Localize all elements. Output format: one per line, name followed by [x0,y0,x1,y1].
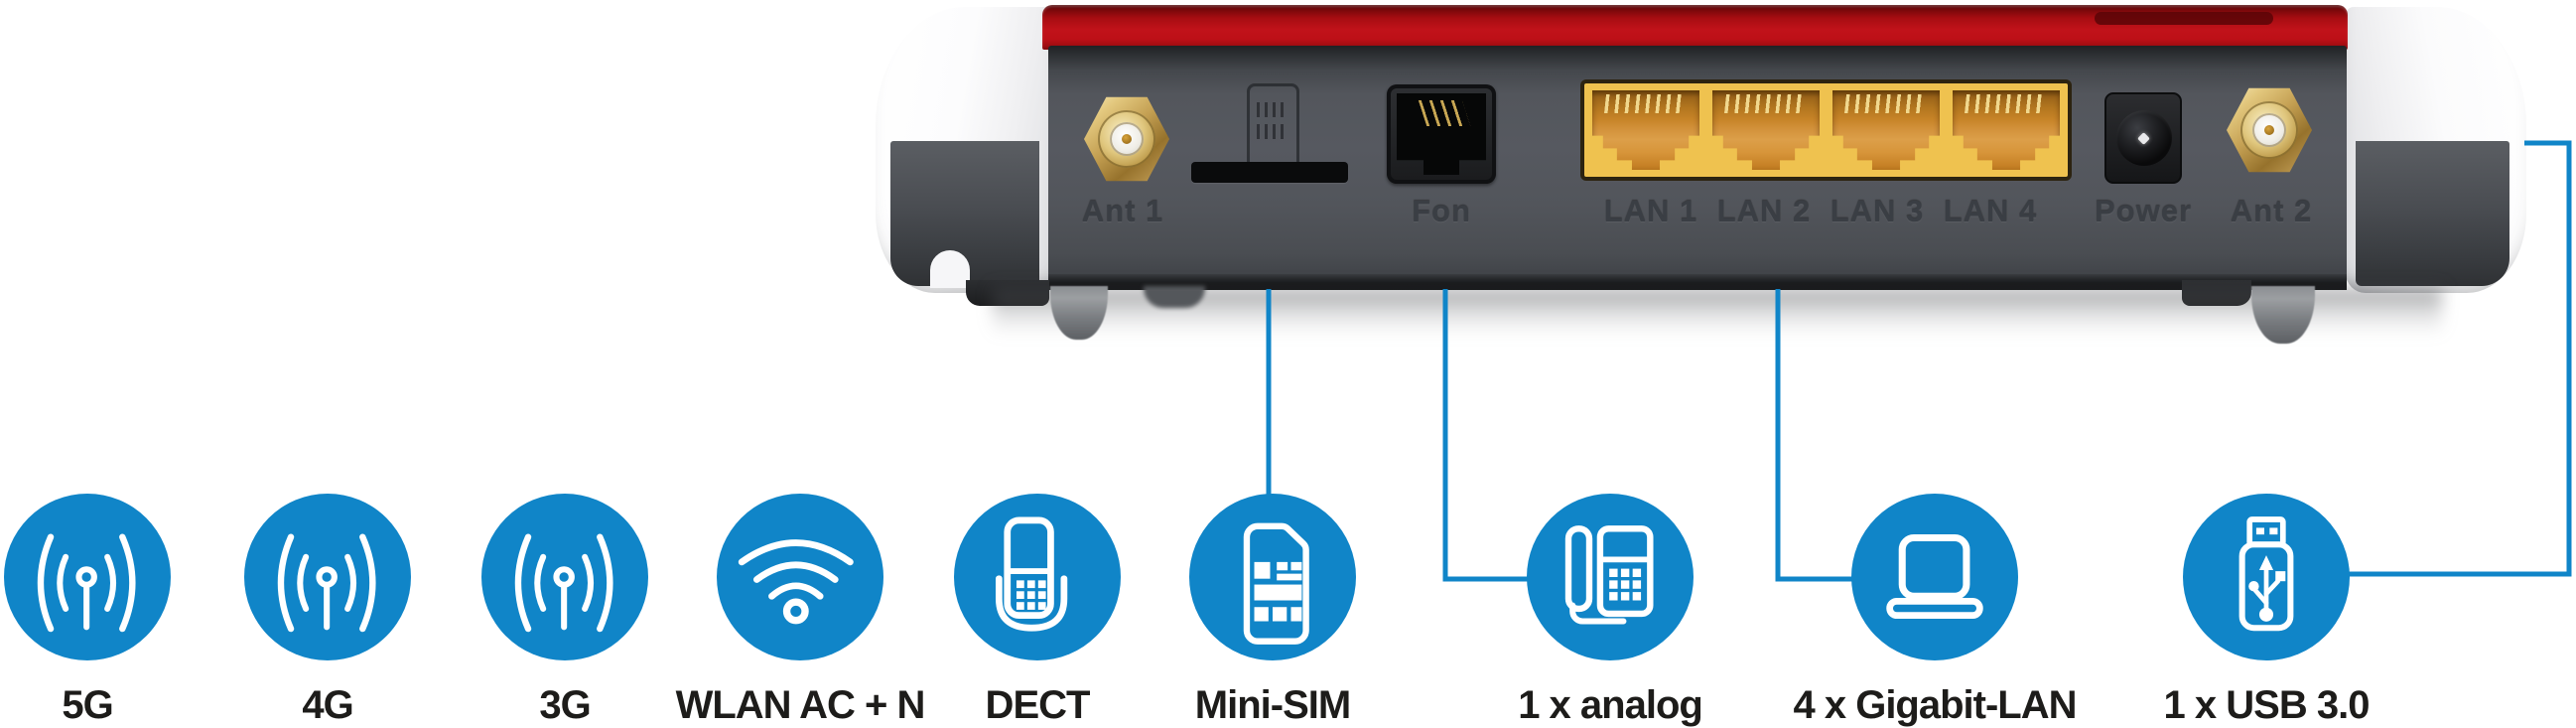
port-label-lan1: LAN 1 [1603,194,1698,228]
port-label-power: Power [2094,194,2193,228]
left-cap-notch [930,250,970,288]
top-vent-slit [2095,12,2273,25]
feature-label-mini-sim: Mini-SIM [1194,683,1351,727]
feature-label-analog: 1 x analog [1518,683,1703,727]
feature-3g [481,494,648,660]
lan-port-3 [1832,90,1940,170]
usb-stick-icon [2183,494,2350,660]
ant2-antenna-connector [2227,86,2312,174]
sim-engraving-contacts [1257,124,1285,139]
feature-usb [2183,494,2350,660]
port-label-ant1: Ant 1 [1081,194,1164,228]
router-red-top-cover [1042,5,2348,50]
sma-center-pin [1122,134,1132,144]
feature-mini-sim [1189,494,1356,660]
port-label-lan3: LAN 3 [1830,194,1925,228]
sma-center-pin [2264,125,2274,135]
lan-port-2 [1712,90,1820,170]
desk-phone-icon [1527,494,1694,660]
port-label-lan4: LAN 4 [1943,194,2038,228]
feature-gigabit-lan [1851,494,2018,660]
rj45-pins [1603,94,1689,114]
feature-label-wlan: WLAN AC + N [675,683,926,727]
cellular-antenna-icon [481,494,648,660]
cellular-antenna-icon [244,494,411,660]
feature-wlan [717,494,883,660]
sim-slot [1191,162,1348,183]
feature-label-4g: 4G [302,683,353,727]
right-cap-gray-panel [2356,141,2509,286]
port-label-ant2: Ant 2 [2230,194,2313,228]
ground-shadow [993,288,2442,344]
cordless-phone-icon [954,494,1121,660]
ant1-antenna-connector [1084,95,1169,183]
lan-port-4 [1953,90,2060,170]
cellular-antenna-icon [4,494,171,660]
feature-4g [244,494,411,660]
router-bottom-edge [1048,274,2347,290]
feature-analog [1527,494,1694,660]
feature-label-usb: 1 x USB 3.0 [2163,683,2371,727]
wifi-icon [717,494,883,660]
fon-port [1387,84,1496,184]
rj45-pins [1843,94,1929,114]
feature-label-5g: 5G [62,683,113,727]
lan-port-block [1580,79,2072,181]
sim-card-icon [1189,494,1356,660]
inner-rubber-foot [1144,286,1205,308]
feature-label-3g: 3G [539,683,591,727]
feature-5g [4,494,171,660]
sim-engraving-contacts [1257,102,1285,117]
port-label-lan2: LAN 2 [1716,194,1812,228]
rj45-pins [1964,94,2049,114]
rj45-pins [1723,94,1809,114]
feature-label-dect: DECT [985,683,1091,727]
lan-port-1 [1592,90,1699,170]
feature-label-gigabit-lan: 4 x Gigabit-LAN [1793,683,2077,727]
laptop-icon [1851,494,2018,660]
port-label-fon: Fon [1412,194,1471,228]
rj11-pins [1418,100,1471,126]
feature-dect [954,494,1121,660]
power-jack [2104,92,2182,184]
